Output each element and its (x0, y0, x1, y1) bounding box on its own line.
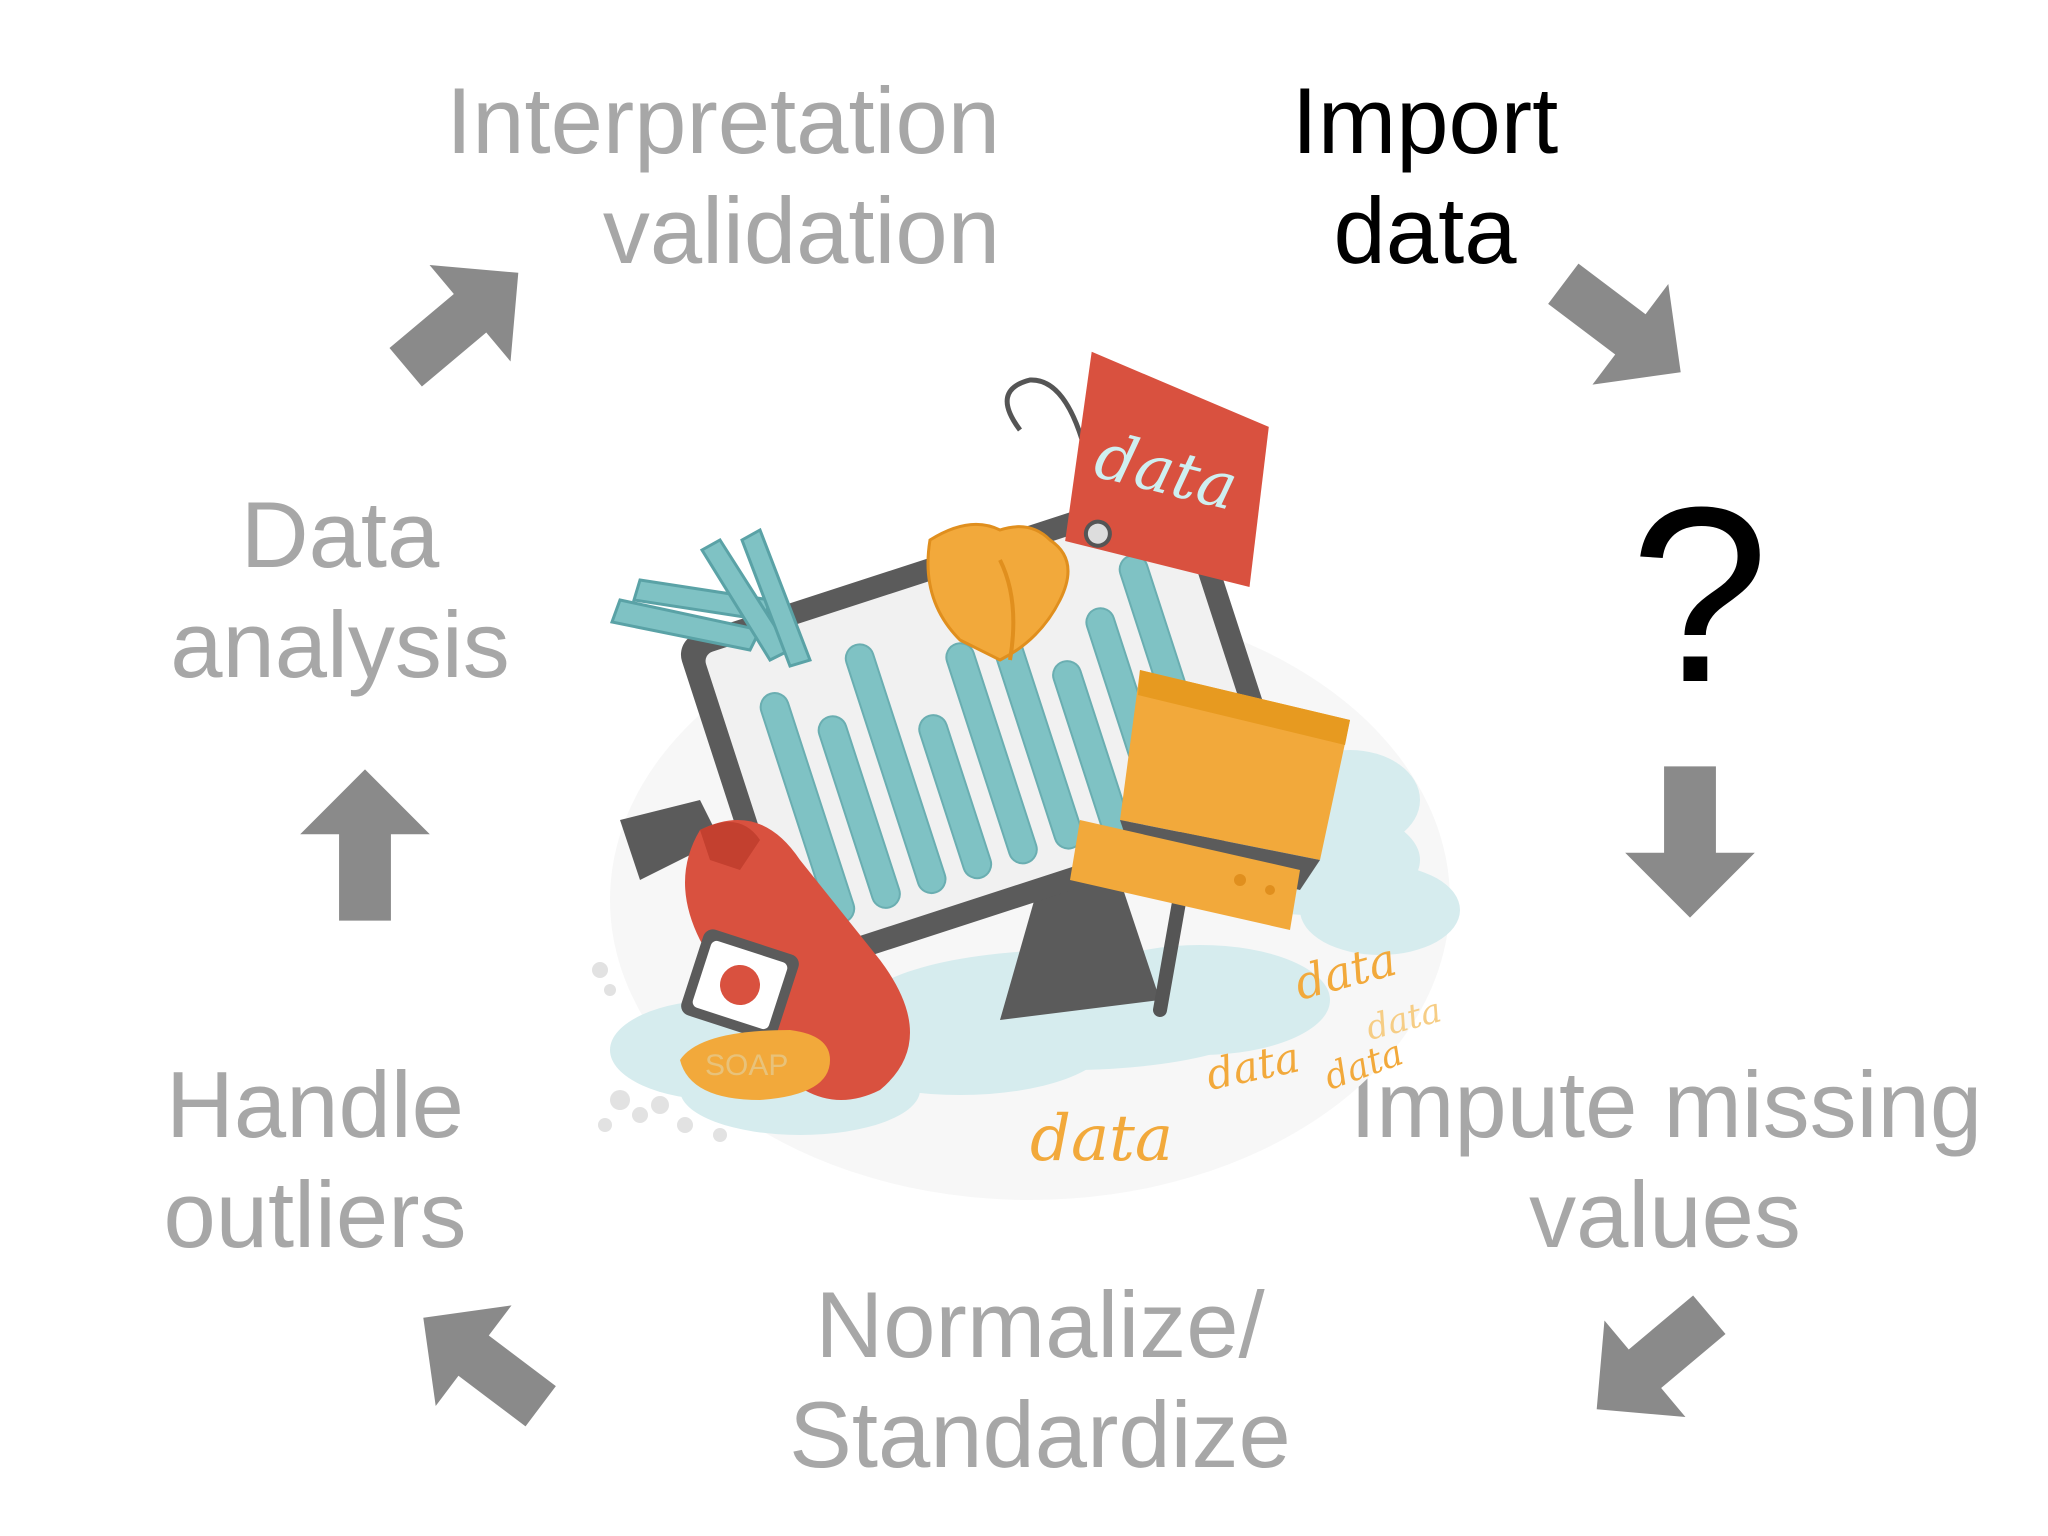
step-import-data: Import data (1260, 66, 1590, 286)
step-normalize-line1: Normalize/ (815, 1272, 1265, 1377)
step-impute-missing-values: Impute missing values (1350, 1050, 1983, 1270)
step-normalize-line2: Standardize (789, 1382, 1291, 1487)
step-normalize-standardize: Normalize/ Standardize (780, 1270, 1300, 1490)
step-import-line1: Import (1291, 68, 1559, 173)
step-analysis-line2: analysis (170, 592, 510, 697)
step-impute-line2: values (1529, 1162, 1801, 1267)
phone-icon (681, 929, 799, 1041)
soap-icon: SOAP (680, 1030, 830, 1100)
sponge-icon (1070, 820, 1300, 930)
step-handle-outliers: Handle outliers (150, 1050, 480, 1270)
step-interpretation-line2: validation (602, 178, 1000, 283)
step-interpretation-line1: Interpretation (446, 68, 1000, 173)
clothespin-icon (609, 527, 812, 668)
step-import-line2: data (1333, 178, 1517, 283)
string-icon (1004, 377, 1093, 471)
step-analysis-line1: Data (240, 482, 440, 587)
step-impute-line1: Impute missing (1350, 1052, 1983, 1157)
tag-icon: data (1065, 351, 1269, 587)
question-mark: ? (1630, 455, 1770, 734)
step-outliers-line1: Handle (166, 1052, 464, 1157)
step-outliers-line2: outliers (163, 1162, 467, 1267)
soap-label: SOAP (705, 1049, 788, 1082)
step-interpretation-validation: Interpretation validation (440, 66, 1000, 286)
step-data-analysis: Data analysis (160, 480, 520, 700)
glove-icon (926, 522, 1070, 662)
scribble-label: data (1030, 1102, 1173, 1176)
suds-icon (592, 962, 727, 1142)
